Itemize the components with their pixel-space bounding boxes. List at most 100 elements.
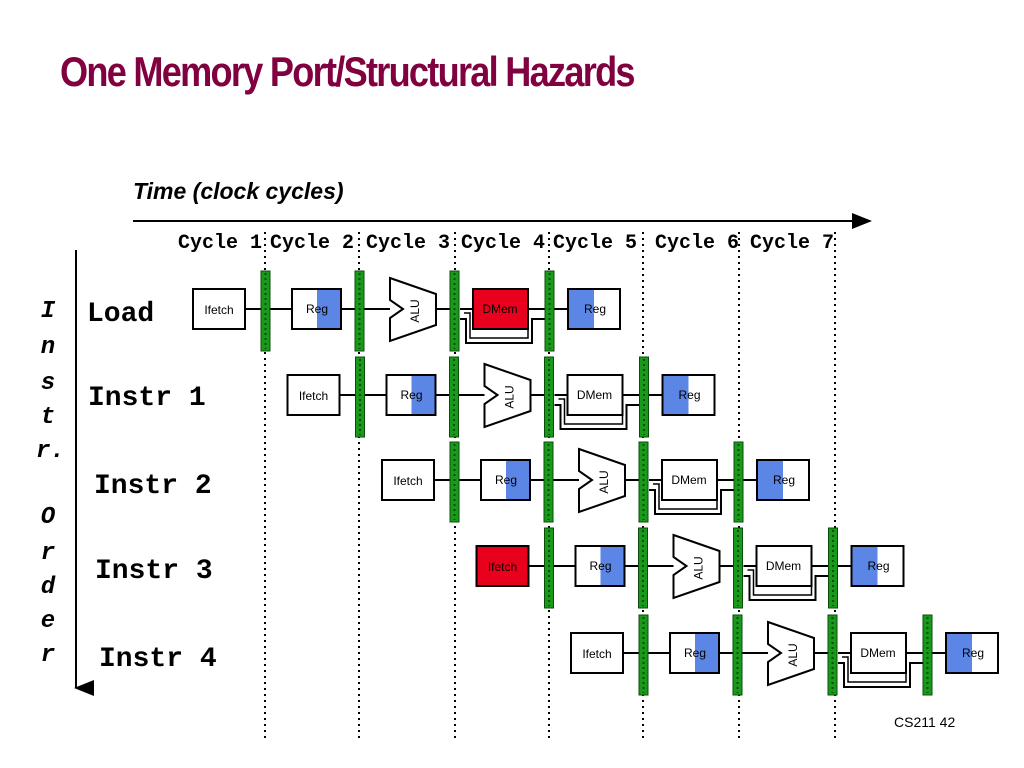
dmem-stage	[566, 374, 624, 416]
footer-slide-number: CS211 42	[894, 714, 956, 730]
dmem-stage	[850, 632, 907, 674]
cycle-label-5: Cycle 5	[553, 232, 638, 255]
cycle-label-2: Cycle 2	[270, 232, 355, 255]
pipeline-register-2	[354, 270, 365, 352]
dmem-bypass-wire	[554, 404, 640, 430]
cycle-label-6: Cycle 6	[655, 232, 740, 255]
dmem-label: DMem	[860, 646, 895, 660]
alu-label: ALU	[408, 299, 422, 322]
order-letter-2: n	[40, 334, 56, 361]
ifetch-label: Ifetch	[488, 560, 517, 574]
cycle-label-3: Cycle 3	[366, 232, 451, 255]
pipeline-register-4	[733, 441, 744, 523]
alu-stage	[578, 447, 626, 514]
slide-title: One Memory Port/Structural Hazards	[60, 48, 636, 95]
reg-label: Reg	[306, 302, 328, 316]
dmem-stage	[661, 459, 718, 501]
reg-writeback-label: Reg	[867, 559, 889, 573]
pipeline-register-4	[639, 356, 649, 438]
reg-read-half	[695, 634, 718, 672]
ifetch-stage	[286, 374, 341, 416]
cycle-label-7: Cycle 7	[750, 232, 835, 255]
cycle-label-4: Cycle 4	[461, 232, 546, 255]
alu-label: ALU	[503, 385, 517, 408]
alu-label: ALU	[786, 643, 800, 666]
pipeline-row-4: Ifetch Reg ALU DMem Reg	[475, 527, 905, 609]
reg-writeback-label: Reg	[678, 388, 700, 402]
ifetch-label: Ifetch	[582, 647, 611, 661]
pipeline-register-3	[449, 270, 460, 352]
reg-writeback-label: Reg	[584, 302, 606, 316]
order-letter-3: s	[40, 370, 56, 397]
pipeline-register-4	[828, 527, 838, 609]
instr-label-load: Load	[87, 299, 155, 330]
pipeline-register-1	[544, 527, 554, 609]
order-letter-10: e	[40, 608, 56, 635]
reg-read-half	[411, 376, 435, 414]
order-letter-4: t	[40, 404, 56, 431]
reg-writeback-label: Reg	[962, 646, 984, 660]
dmem-bypass-wire	[743, 575, 829, 601]
order-letter-1: I	[40, 298, 56, 325]
alu-stage	[767, 620, 815, 687]
instr-label-1: Instr 1	[88, 383, 206, 414]
ifetch-stage	[381, 459, 435, 501]
ifetch-label: Ifetch	[393, 474, 422, 488]
pipeline-register-1	[638, 614, 649, 696]
reg-write-half	[852, 547, 878, 585]
order-letter-11: r	[40, 642, 56, 669]
pipeline-register-3	[638, 441, 649, 523]
pipeline-register-4	[922, 614, 933, 696]
reg-label: Reg	[400, 388, 422, 402]
ifetch-stage	[192, 288, 246, 330]
instr-label-3: Instr 3	[95, 556, 213, 587]
alu-label: ALU	[597, 470, 611, 493]
ifetch-label: Ifetch	[204, 303, 233, 317]
reg-write-half	[758, 461, 783, 499]
reg-writeback-label: Reg	[773, 473, 795, 487]
reg-label: Reg	[589, 559, 611, 573]
reg-read-half	[506, 461, 529, 499]
pipeline-register-2	[449, 356, 459, 438]
dmem-bypass-wire	[460, 318, 545, 344]
pipeline-register-1	[355, 356, 365, 438]
alu-label: ALU	[692, 556, 706, 579]
reg-write-half	[663, 376, 689, 414]
dmem-bypass-wire	[649, 489, 734, 515]
ifetch-stage	[475, 545, 530, 587]
pipeline-register-3	[544, 356, 554, 438]
ifetch-stage	[570, 632, 624, 674]
alu-stage	[672, 533, 721, 600]
pipeline-register-4	[544, 270, 555, 352]
order-letter-5: r.	[36, 438, 65, 465]
order-letter-9: d	[40, 574, 56, 601]
pipeline-register-2	[543, 441, 554, 523]
time-axis-label: Time (clock cycles)	[133, 178, 344, 204]
reg-label: Reg	[684, 646, 706, 660]
cycle-label-1: Cycle 1	[178, 232, 263, 255]
order-letter-8: r	[40, 540, 56, 567]
pipeline-row-2: Ifetch Reg ALU DMem Reg	[286, 356, 716, 438]
reg-write-half	[569, 290, 594, 328]
pipeline-register-3	[733, 527, 743, 609]
pipeline-register-3	[827, 614, 838, 696]
reg-read-half	[317, 290, 340, 328]
ifetch-label: Ifetch	[299, 389, 328, 403]
dmem-label: DMem	[766, 559, 801, 573]
reg-read-half	[600, 547, 624, 585]
order-letter-7: O	[40, 504, 56, 531]
dmem-stage	[472, 288, 529, 330]
pipeline-row-5: Ifetch Reg ALU DMem Reg	[570, 614, 999, 696]
reg-label: Reg	[495, 473, 517, 487]
pipeline-register-1	[260, 270, 271, 352]
instr-label-4: Instr 4	[99, 644, 217, 675]
dmem-label: DMem	[577, 388, 612, 402]
instr-label-2: Instr 2	[94, 471, 212, 502]
alu-stage	[483, 362, 532, 429]
dmem-stage	[755, 545, 813, 587]
alu-stage	[389, 276, 437, 343]
pipeline-register-2	[732, 614, 743, 696]
pipeline-register-1	[449, 441, 460, 523]
